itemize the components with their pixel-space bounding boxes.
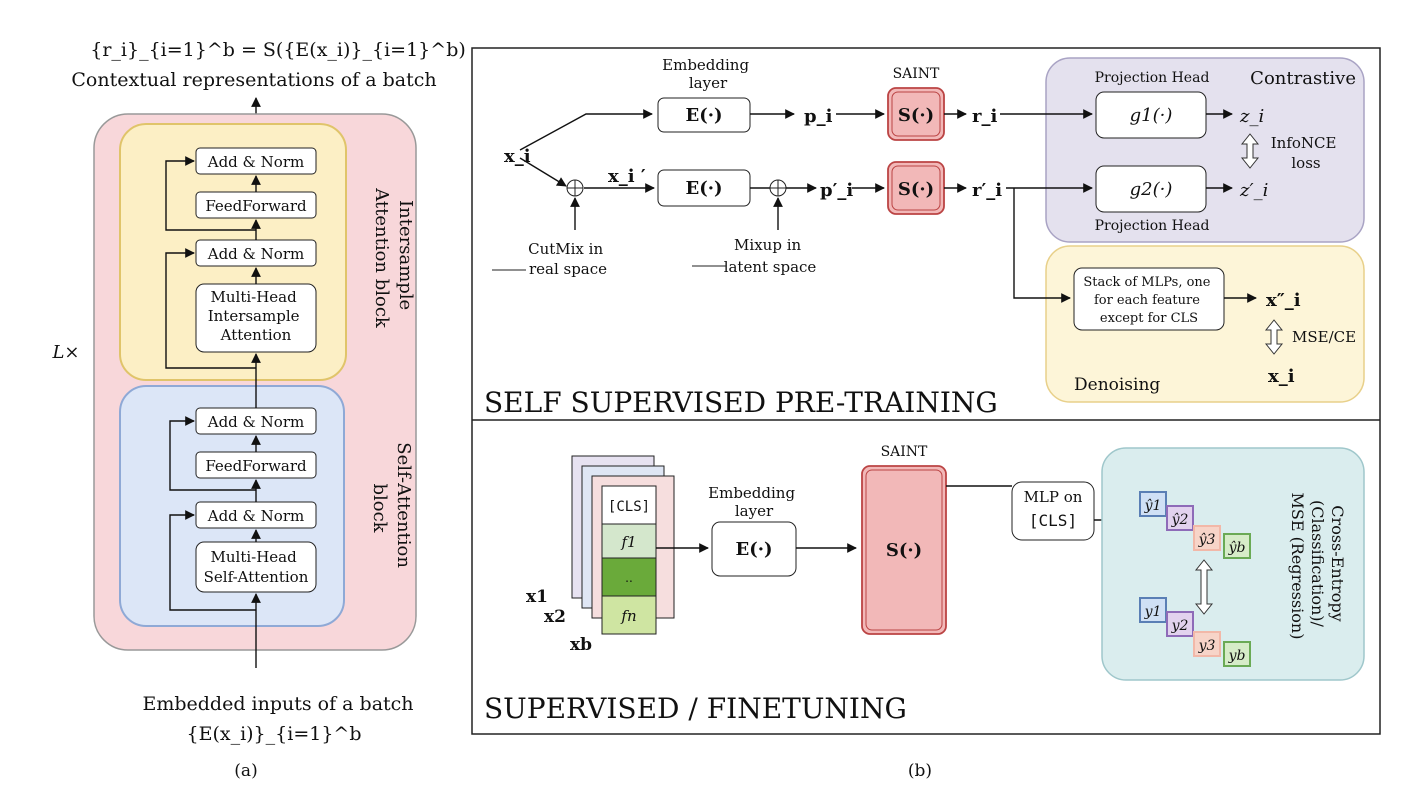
projection-head-label: Projection Head	[1095, 70, 1210, 86]
bottom-formula: {E(x_i)}_{i=1}^b	[186, 723, 361, 745]
svg-text:Multi-Head Self-Attentio: Multi-Head Self-Attention	[204, 548, 309, 586]
repeat-label: L×	[51, 342, 79, 363]
contrastive-title: Contrastive	[1250, 68, 1356, 89]
double-arrow	[1264, 319, 1284, 355]
svg-text:MLP on: MLP on	[1024, 488, 1083, 506]
subcaption-b: (b)	[908, 761, 932, 781]
svg-text:..: ..	[625, 571, 633, 585]
infonce-loss-label: InfoNCE loss	[1271, 134, 1342, 172]
svg-text:[CLS]: [CLS]	[1029, 511, 1077, 530]
denoising-mlp-box	[1073, 267, 1225, 331]
svg-text:E(·): E(·)	[735, 539, 772, 560]
intersample-block-label: Intersample Attention block	[371, 187, 416, 329]
finetuning-title: SUPERVISED / FINETUNING	[484, 692, 907, 725]
arrow	[519, 109, 653, 151]
svg-text:Add & Norm: Add & Norm	[207, 153, 304, 171]
subcaption-a: (a)	[234, 761, 257, 781]
pred-y2: ŷ2	[1171, 511, 1189, 528]
svg-text:E(·): E(·)	[685, 105, 722, 126]
svg-text:S(·): S(·)	[898, 179, 934, 200]
feature-cell-dots	[601, 557, 657, 597]
projection-head-g2	[1095, 165, 1207, 213]
cutmix-label: CutMix in real space	[528, 240, 608, 278]
svg-text:Add & Norm: Add & Norm	[207, 245, 304, 263]
panel-b-frame	[471, 47, 1381, 735]
true-y2: y2	[1171, 618, 1189, 634]
svg-text:Add & Norm: Add & Norm	[207, 507, 304, 525]
input-x: x_i	[504, 146, 531, 167]
finetuning-section: [CLS] f1 .. fn x1 x2 xb Embedding layer …	[484, 444, 1365, 725]
sample-x1: x1	[526, 587, 548, 607]
saint-label: SAINT	[881, 444, 928, 460]
denoising-title: Denoising	[1074, 375, 1160, 395]
mixup-label: Mixup in latent space	[724, 236, 817, 276]
arrow	[1013, 188, 1071, 303]
panel-a-flow-arrows	[165, 156, 261, 668]
representation-r-aug: r′_i	[972, 180, 1002, 201]
self-attention-block-label: Self-Attention block	[369, 442, 414, 573]
svg-text:E(·): E(·)	[685, 178, 722, 199]
svg-text:fn: fn	[620, 607, 636, 625]
mse-ce-label: MSE/CE	[1292, 328, 1356, 346]
embedding-layer-label: Embedding layer	[662, 56, 754, 92]
svg-text:FeedForward: FeedForward	[205, 457, 307, 475]
true-yb: yb	[1228, 648, 1246, 664]
targets: y1 y2 y3 yb	[1139, 597, 1251, 667]
add-norm-box	[195, 147, 317, 175]
augmented-input: x_i ′	[608, 166, 646, 187]
svg-text:Add & Norm: Add & Norm	[207, 413, 304, 431]
representation-r: r_i	[972, 106, 997, 127]
pretraining-title: SELF SUPERVISED PRE-TRAINING	[484, 386, 998, 419]
arrow	[519, 157, 567, 187]
true-y3: y3	[1198, 638, 1216, 654]
panel-a: {r_i}_{i=1}^b = S({E(x_i)}_{i=1}^b) Cont…	[51, 39, 465, 781]
double-arrow	[1194, 559, 1214, 615]
embedding-layer-label: Embedding layer	[708, 484, 800, 520]
embedding-z-aug: z′_i	[1239, 180, 1268, 201]
loss-label: Cross-Entropy (Classification)/ MSE (Reg…	[1288, 493, 1347, 640]
svg-text:S(·): S(·)	[898, 105, 934, 126]
svg-text:S(·): S(·)	[886, 540, 922, 561]
sample-x2: x2	[544, 607, 566, 627]
true-y1: y1	[1144, 604, 1162, 620]
predictions: ŷ1 ŷ2 ŷ3 ŷb	[1139, 491, 1251, 559]
target-x: x_i	[1268, 366, 1295, 387]
projection-head-g1	[1095, 91, 1207, 139]
svg-text:Multi-Head Intersample: Multi-Head Intersample Attention	[208, 288, 305, 344]
feature-cell-fn	[601, 595, 657, 635]
feature-cell-f1	[601, 523, 657, 559]
svg-text:g1(·): g1(·)	[1130, 105, 1173, 126]
double-arrow	[1240, 133, 1260, 169]
embedding-p-aug: p′_i	[820, 180, 853, 201]
pred-yb: ŷb	[1228, 539, 1246, 556]
embedding-box	[657, 97, 751, 133]
reconstruction-x: x″_i	[1266, 290, 1301, 311]
top-formula: {r_i}_{i=1}^b = S({E(x_i)}_{i=1}^b)	[90, 39, 466, 61]
embedding-z: z_i	[1239, 106, 1264, 127]
projection-head-label: Projection Head	[1095, 218, 1210, 234]
saint-box	[861, 465, 947, 635]
top-caption: Contextual representations of a batch	[71, 69, 436, 91]
embedding-p: p_i	[804, 106, 833, 127]
saint-label: SAINT	[893, 66, 940, 82]
svg-text:Stack of MLPs, one for e: Stack of MLPs, one for each feature exce…	[1083, 275, 1214, 326]
pred-y1: ŷ1	[1144, 497, 1162, 514]
pred-y3: ŷ3	[1198, 531, 1216, 548]
sample-xb: xb	[570, 635, 592, 655]
svg-text:g2(·): g2(·)	[1130, 179, 1173, 200]
embedding-box	[711, 521, 797, 577]
svg-text:[CLS]: [CLS]	[608, 499, 650, 515]
bottom-caption: Embedded inputs of a batch	[142, 693, 413, 715]
svg-text:f1: f1	[620, 533, 636, 551]
pretraining-section: x_i CutMix in real space x_i ′ Embedding…	[484, 56, 1365, 419]
mlp-cls-box	[1011, 481, 1095, 541]
svg-text:FeedForward: FeedForward	[205, 197, 307, 215]
